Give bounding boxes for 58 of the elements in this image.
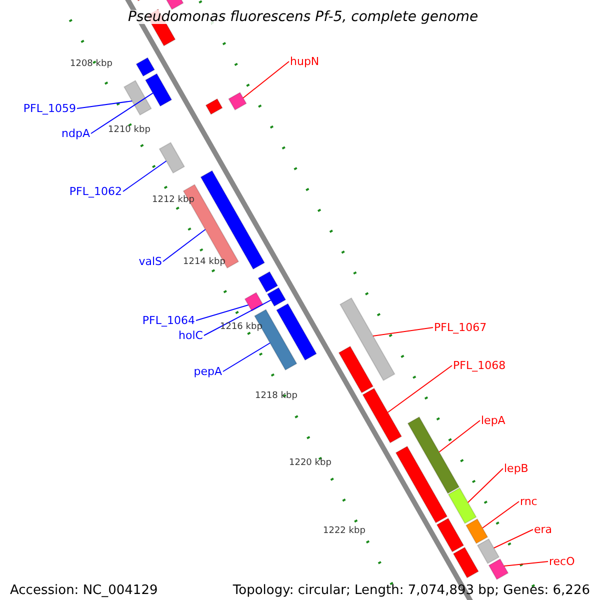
gene-label: PFL_1059	[23, 103, 76, 114]
gene-feature	[205, 98, 223, 115]
leader-line	[438, 420, 480, 452]
gene-feature	[395, 446, 448, 524]
scale-label: 1208 kbp	[70, 60, 112, 69]
gene-feature	[144, 73, 172, 107]
scale-label: 1222 kbp	[323, 527, 366, 536]
scale-label: 1218 kbp	[255, 392, 298, 401]
leader-line	[222, 342, 270, 372]
gene-label: recO	[549, 556, 575, 567]
gene-feature	[339, 297, 396, 382]
gene-label: PFL_1068	[453, 360, 506, 371]
gene-label: PFL_1062	[69, 186, 122, 197]
gene-feature	[276, 303, 318, 361]
leader-line	[467, 468, 504, 503]
scale-label: 1210 kbp	[108, 126, 150, 135]
scale-label: 1220 kbp	[289, 459, 332, 468]
leader-line	[204, 300, 272, 336]
gene-feature	[228, 92, 247, 111]
gene-feature	[244, 292, 264, 312]
gene-feature	[123, 80, 152, 116]
gene-feature	[158, 142, 186, 174]
scale-label: 1214 kbp	[183, 258, 226, 267]
gene-feature	[407, 416, 460, 494]
leader-line	[504, 561, 548, 566]
gene-feature	[362, 388, 402, 444]
gene-feature	[465, 518, 488, 544]
gene-feature	[258, 271, 278, 293]
gene-label: holC	[178, 330, 203, 341]
leader-line	[122, 160, 167, 192]
leader-line	[242, 61, 290, 98]
gene-label: era	[534, 524, 552, 535]
genome-summary: Topology: circular; Length: 7,074,893 bp; Genes: 6,226	[232, 584, 590, 597]
gene-label: lepA	[481, 415, 506, 426]
gene-feature	[488, 558, 509, 580]
gene-label: ndpA	[62, 128, 90, 139]
leader-line	[76, 100, 133, 109]
scale-label: 1216 kbp	[220, 323, 262, 332]
gene-label: PFL_1067	[434, 322, 487, 333]
gene-feature	[452, 546, 480, 578]
leader-line	[493, 529, 534, 548]
gene-feature	[136, 57, 156, 77]
gene-label: hupN	[290, 56, 320, 67]
gene-label: lepB	[504, 463, 528, 474]
leader-line	[162, 229, 206, 262]
title: Pseudomonas fluorescens Pf-5, complete genome	[128, 10, 478, 24]
gene-label: rnc	[520, 496, 538, 507]
gene-feature	[476, 538, 500, 564]
leader-line	[482, 501, 520, 528]
gene-feature	[338, 346, 374, 394]
gene-feature	[436, 518, 464, 552]
leader-line	[387, 365, 452, 413]
leader-line	[196, 304, 249, 321]
gene-label: valS	[138, 256, 162, 267]
gene-label: PFL_1064	[142, 315, 195, 326]
accession-text: Accession: NC_004129	[10, 584, 158, 597]
leader-line	[372, 327, 434, 336]
gene-label: pepA	[194, 366, 222, 377]
